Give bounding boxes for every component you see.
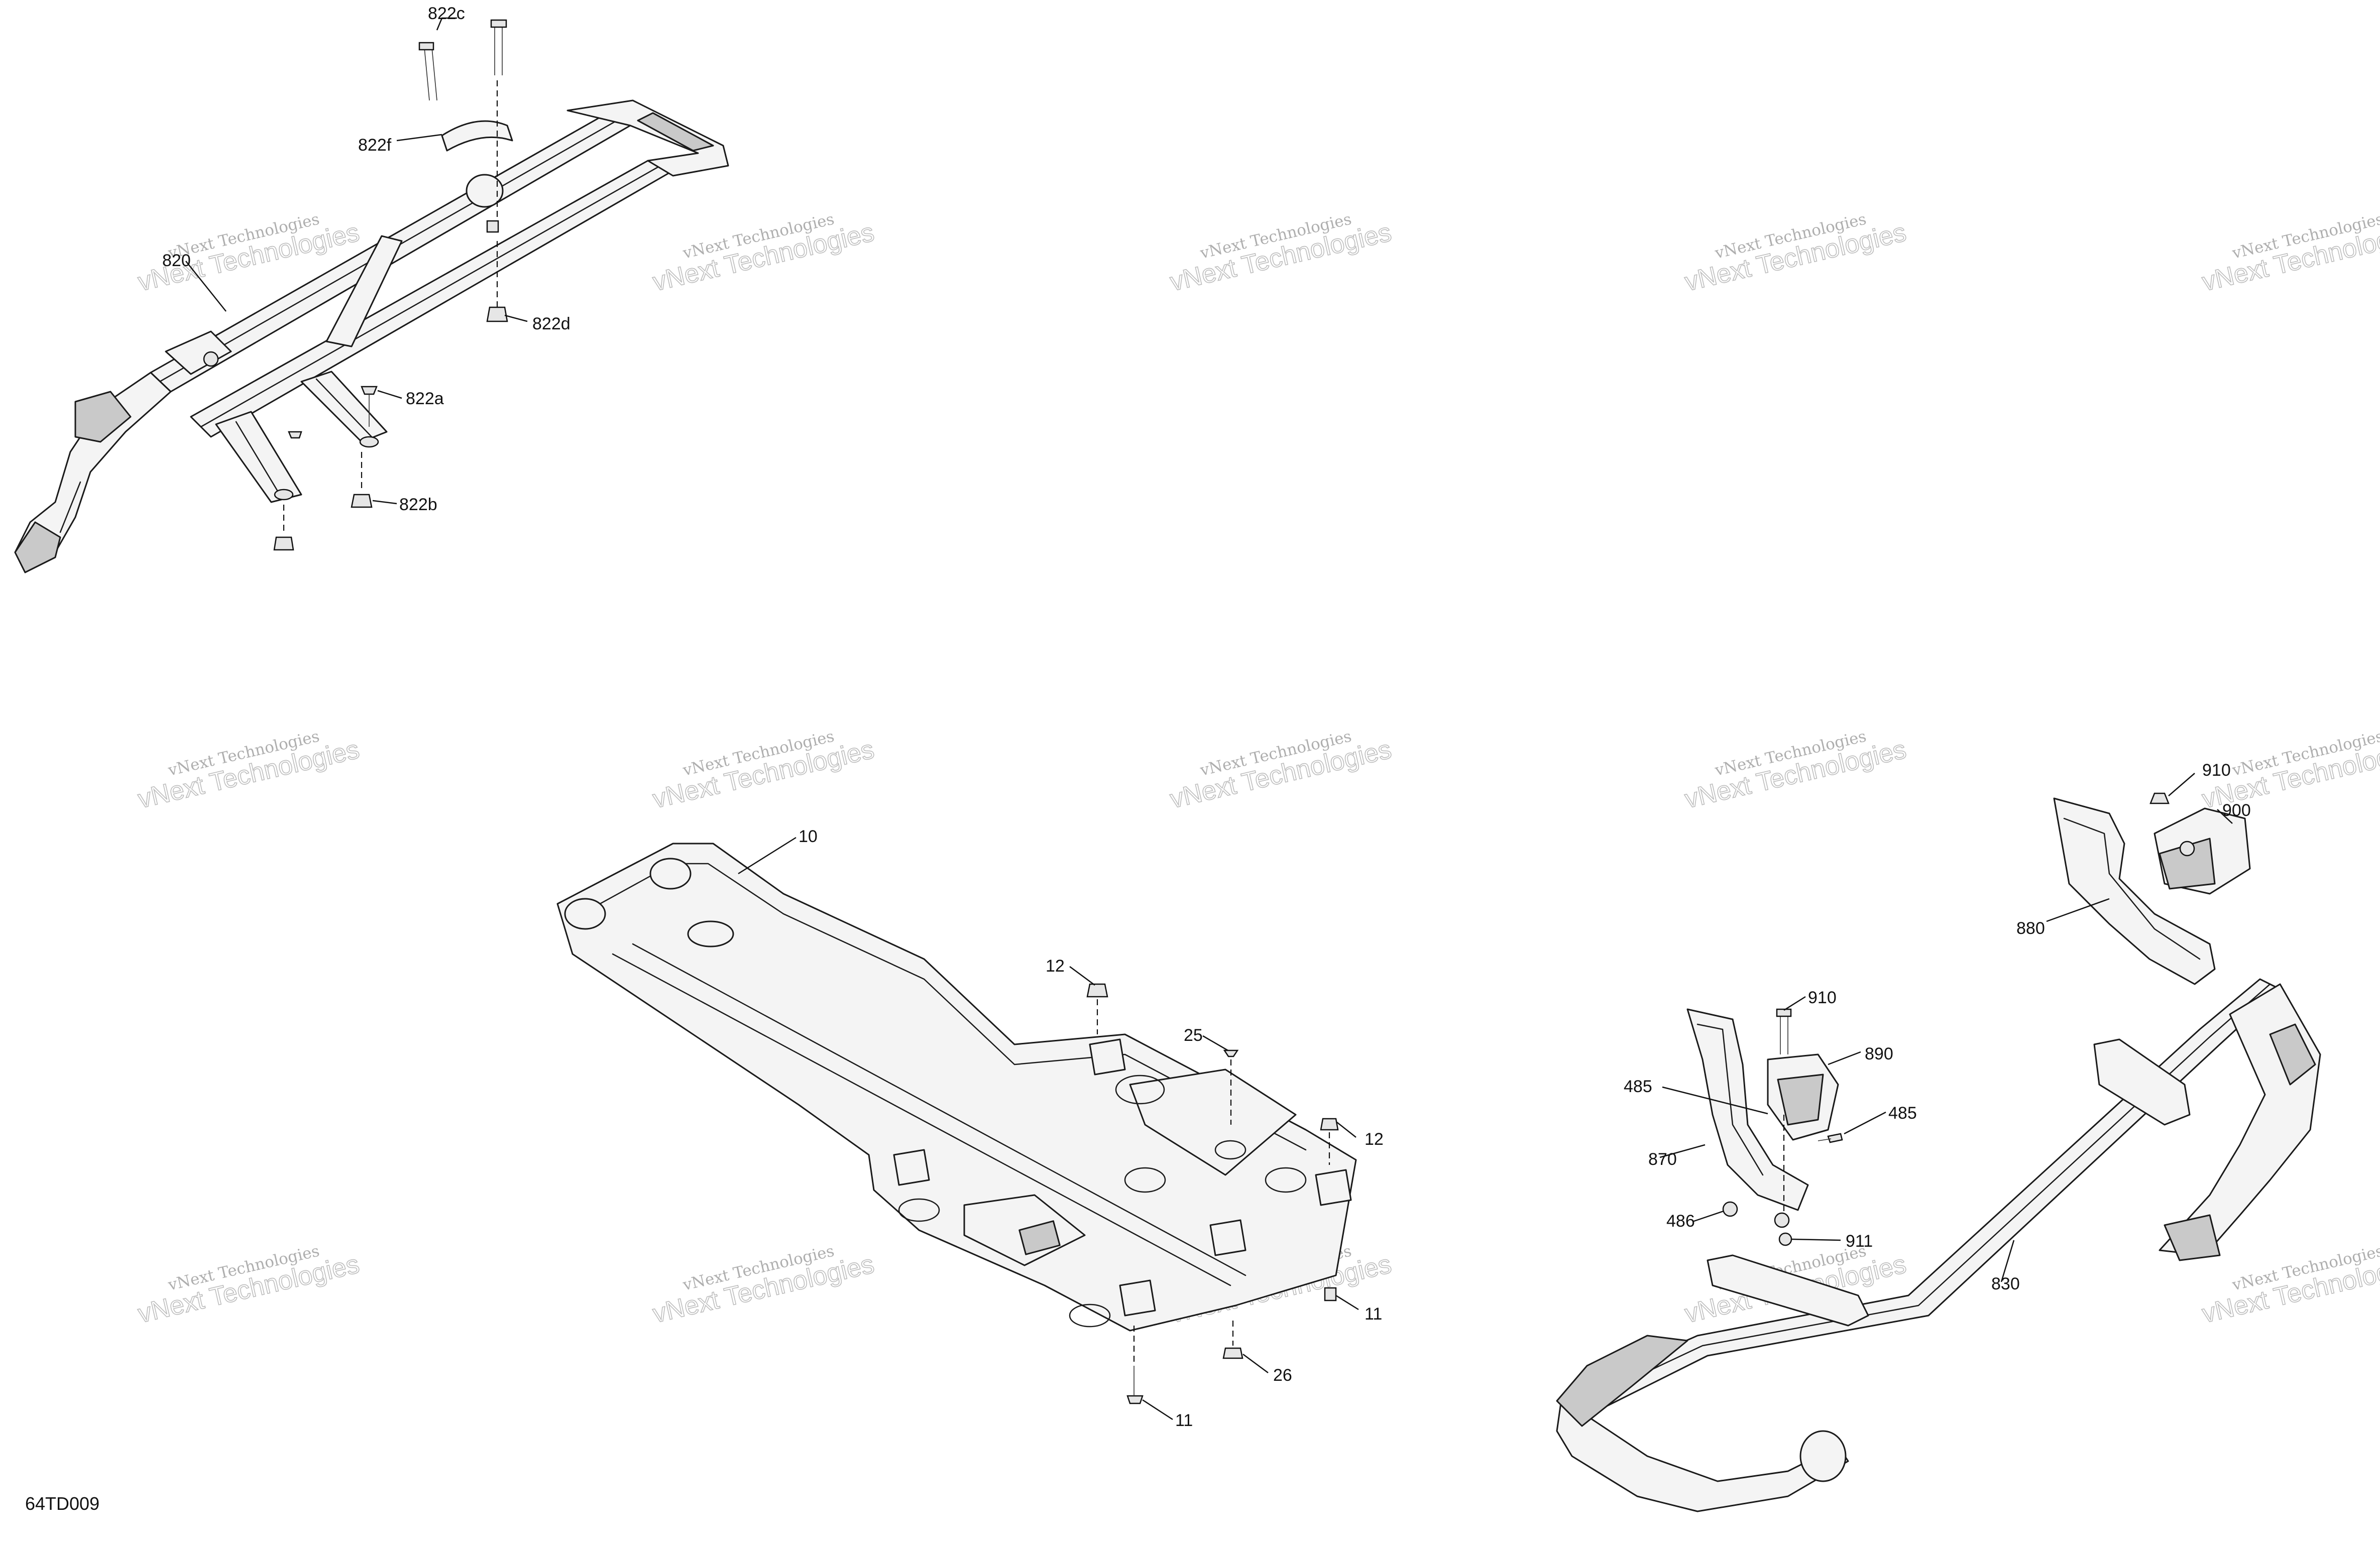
frame-tube-820 bbox=[14, 17, 729, 573]
callout-822c: 822c bbox=[428, 4, 465, 23]
callout-12-upper: 12 bbox=[1046, 957, 1065, 976]
callout-11-right: 11 bbox=[1365, 1304, 1382, 1324]
callout-10: 10 bbox=[799, 827, 818, 846]
callout-25: 25 bbox=[1184, 1026, 1203, 1045]
callout-900: 900 bbox=[2222, 801, 2251, 820]
diagram-code: 64TD009 bbox=[25, 1493, 99, 1514]
callout-12-right: 12 bbox=[1365, 1130, 1384, 1149]
bumper-tube-830 bbox=[1556, 978, 2321, 1512]
callout-911: 911 bbox=[1846, 1232, 1873, 1251]
callout-870: 870 bbox=[1648, 1150, 1677, 1169]
callout-910-lower: 910 bbox=[1808, 988, 1837, 1007]
callout-880: 880 bbox=[2016, 919, 2045, 938]
callout-11-lower: 11 bbox=[1175, 1411, 1193, 1430]
callout-910-upper: 910 bbox=[2202, 761, 2231, 780]
skid-plate-10 bbox=[556, 837, 1359, 1420]
bracket-assemblies bbox=[1659, 773, 2251, 1246]
callouts: 822c 822f 820 822d 822a 822b 10 12 25 12… bbox=[162, 4, 2251, 1430]
callout-830: 830 bbox=[1991, 1274, 2020, 1293]
callout-820: 820 bbox=[162, 251, 191, 270]
callout-822b: 822b bbox=[399, 495, 437, 514]
callout-486: 486 bbox=[1666, 1212, 1695, 1231]
callout-822f: 822f bbox=[358, 136, 392, 155]
callout-822d: 822d bbox=[532, 314, 571, 333]
callout-26: 26 bbox=[1273, 1366, 1292, 1385]
callout-822a: 822a bbox=[406, 389, 444, 408]
callout-485-right: 485 bbox=[1888, 1104, 1917, 1123]
callout-890: 890 bbox=[1865, 1044, 1893, 1063]
callout-485-left: 485 bbox=[1624, 1077, 1652, 1096]
